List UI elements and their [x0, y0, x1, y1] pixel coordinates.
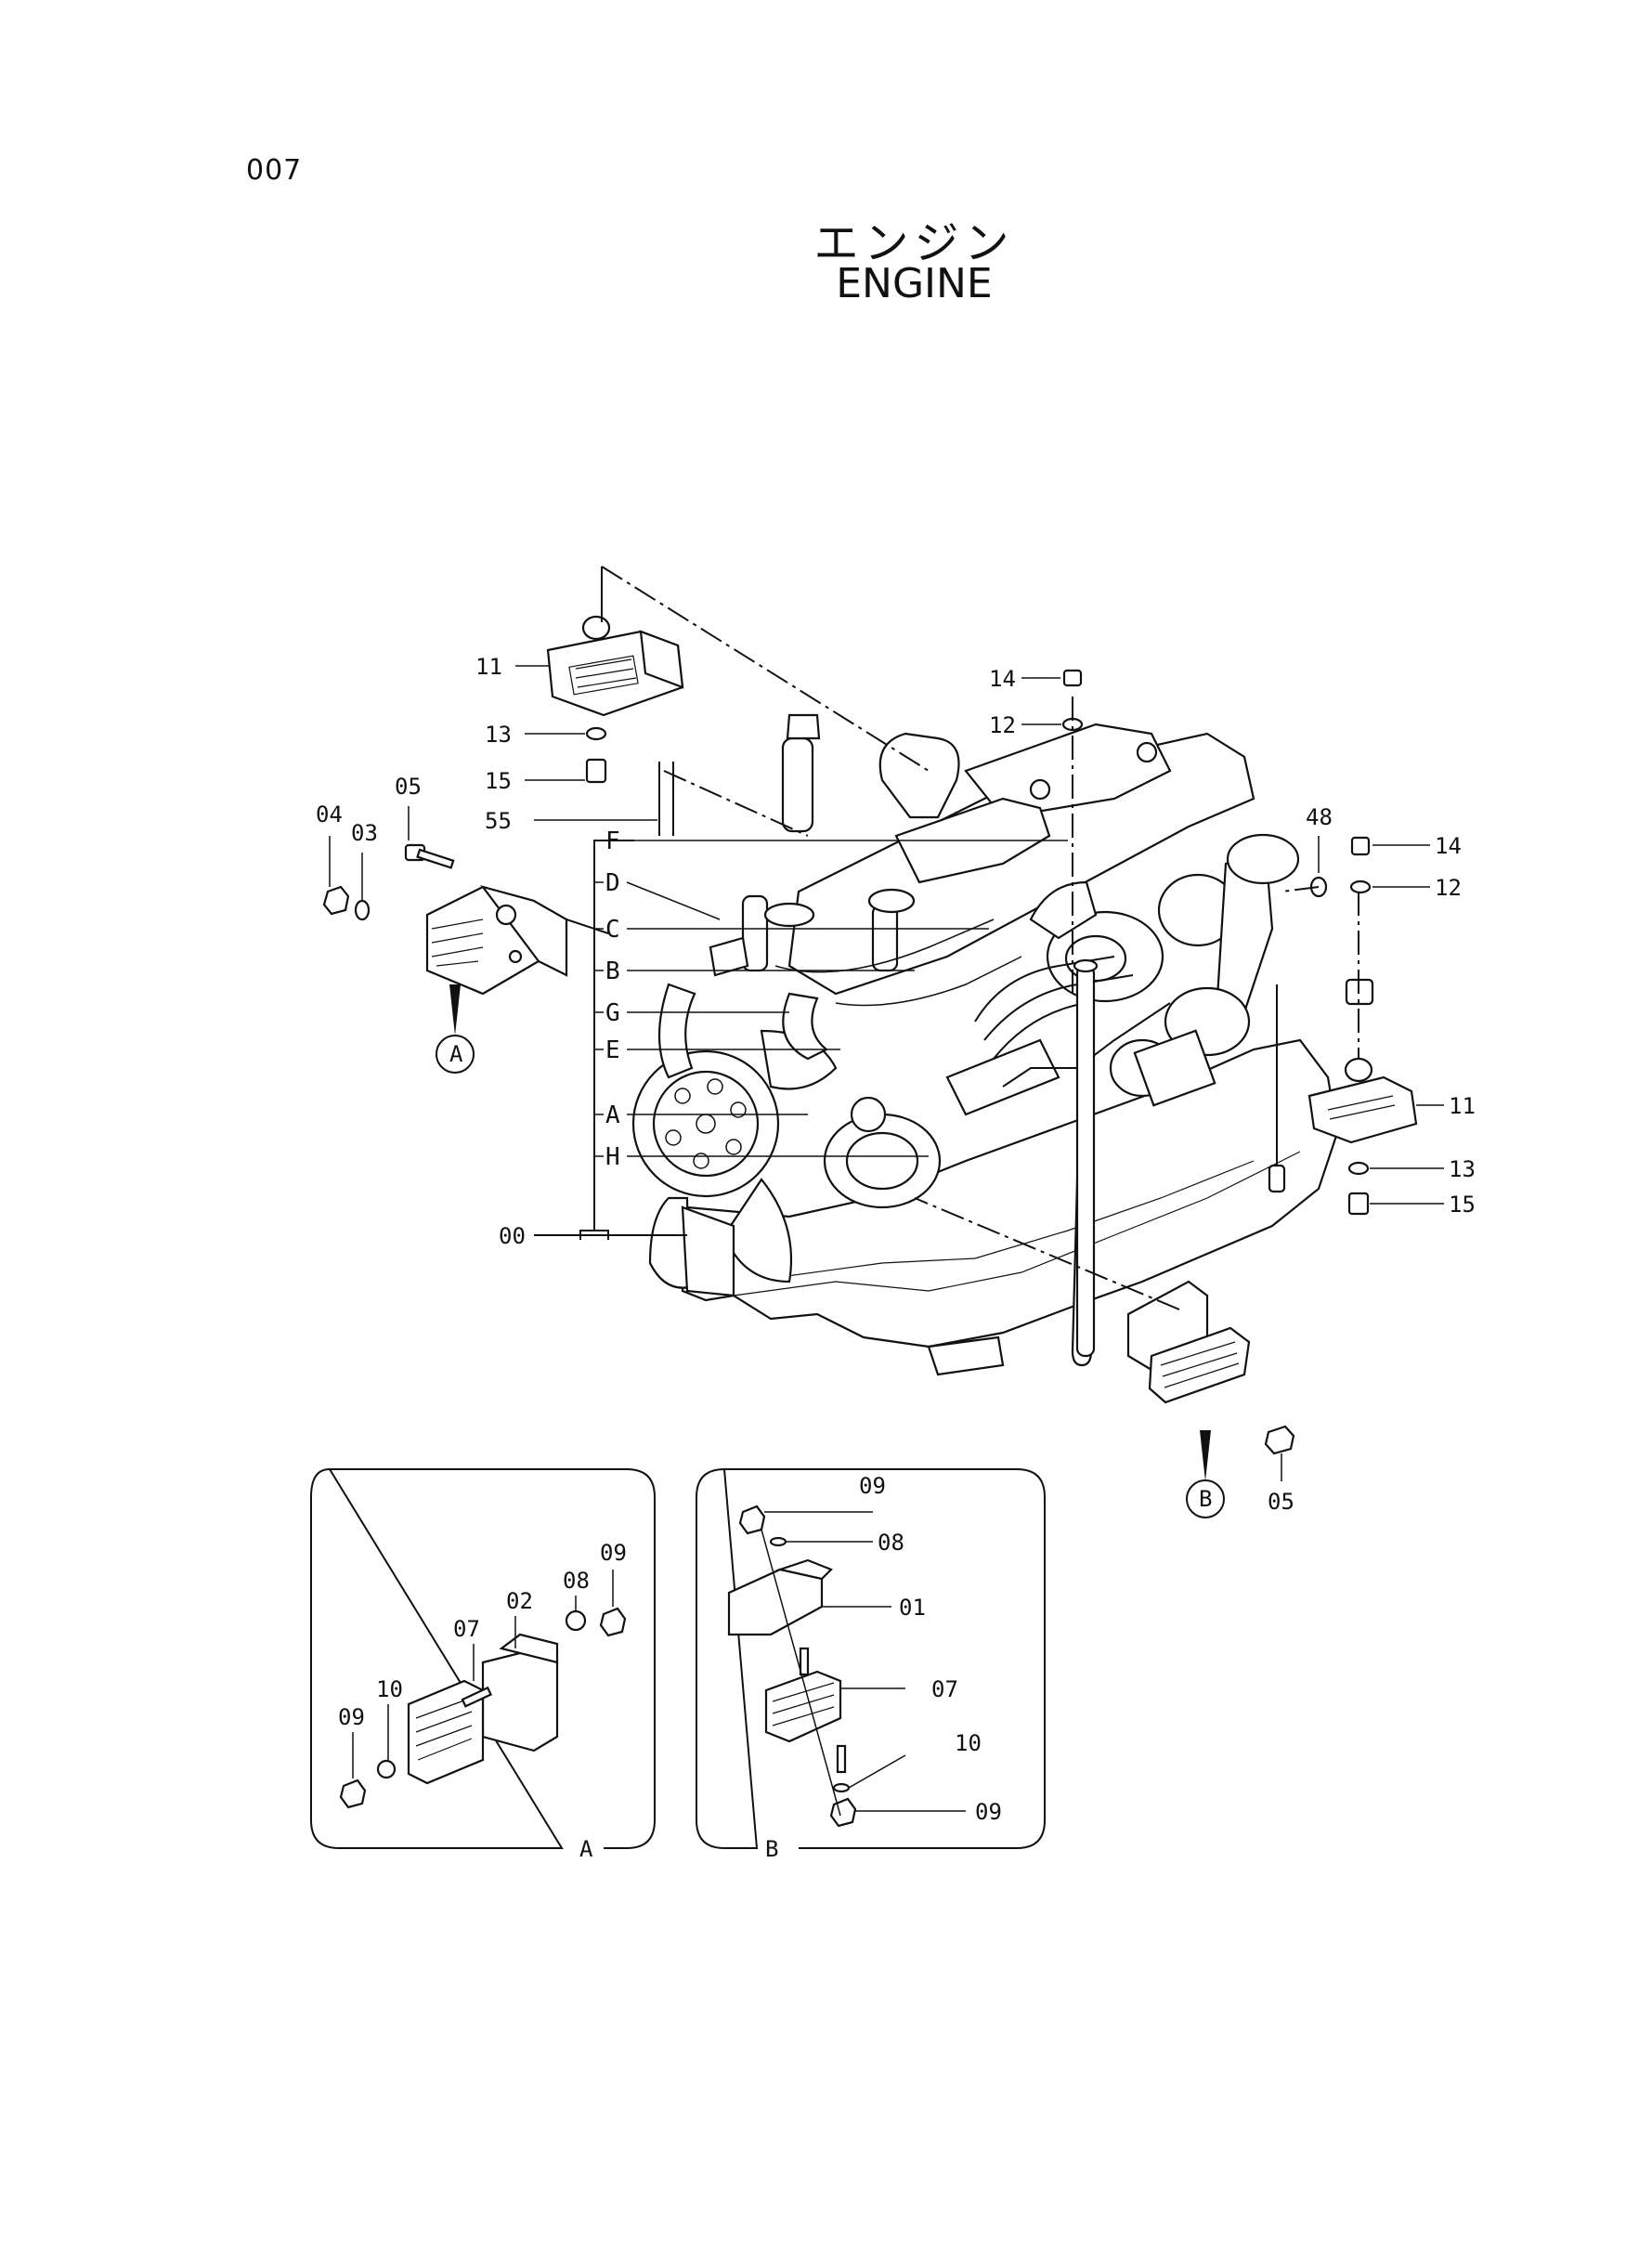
detail-b-callout-01: 01 — [899, 1595, 926, 1621]
callout-00: 00 — [499, 1223, 526, 1249]
detail-a-callout-09-top: 09 — [600, 1540, 627, 1566]
letter-label-bracket — [534, 840, 1068, 1240]
letter-labels: F D C B G E A H — [605, 827, 620, 1171]
detail-a-callout-10: 10 — [376, 1676, 403, 1702]
letter-label-h: H — [605, 1143, 620, 1171]
detail-b-frame-label: B — [765, 1836, 778, 1862]
detail-b-callout-08: 08 — [878, 1530, 904, 1556]
callout-a-circle: A — [449, 1041, 463, 1067]
callout-leaders — [329, 665, 1444, 1481]
callout-13-top: 13 — [485, 722, 512, 748]
letter-label-a: A — [605, 1101, 620, 1129]
callout-12-mid: 12 — [989, 712, 1016, 738]
detail-b-callout-09-bottom: 09 — [975, 1799, 1002, 1825]
engine-mount-top — [546, 615, 684, 784]
callout-b-circle: B — [1199, 1486, 1212, 1512]
callout-11-right: 11 — [1449, 1093, 1476, 1119]
callout-55: 55 — [485, 808, 512, 834]
callout-05-left: 05 — [395, 774, 422, 800]
engine-mount-bracket-b — [1126, 1280, 1295, 1518]
callout-15-right: 15 — [1449, 1192, 1476, 1218]
letter-label-e: E — [605, 1036, 620, 1064]
detail-b-panel: B 09 08 01 07 10 09 — [696, 1467, 1046, 1862]
engine-mount-bracket-a — [322, 843, 609, 1074]
callout-48: 48 — [1306, 804, 1333, 830]
letter-label-g: G — [605, 999, 620, 1027]
callout-05-right: 05 — [1268, 1489, 1294, 1515]
detail-a-callout-02: 02 — [506, 1588, 533, 1614]
callout-14-right: 14 — [1435, 833, 1462, 859]
engine-mount-right — [1061, 669, 1418, 1216]
dashed-leaders — [601, 566, 1359, 1310]
detail-b-marker — [1186, 1479, 1225, 1518]
detail-b-callout-07: 07 — [931, 1676, 958, 1702]
detail-a-panel: A 09 08 02 07 10 09 — [310, 1467, 656, 1862]
callout-13-right: 13 — [1449, 1156, 1476, 1182]
page-title-english: ENGINE — [836, 260, 993, 307]
callout-04: 04 — [316, 801, 343, 827]
engine-assembly — [631, 713, 1339, 1376]
callout-14-mid: 14 — [989, 666, 1016, 692]
main-callouts: 11 13 15 55 05 04 03 A 14 12 48 14 12 11… — [316, 654, 1476, 1515]
letter-label-c: C — [605, 916, 620, 944]
detail-a-marker — [436, 1035, 475, 1074]
letter-label-f: F — [605, 827, 620, 855]
letter-label-d: D — [605, 869, 620, 897]
detail-a-callout-07: 07 — [453, 1616, 480, 1642]
callout-11-top: 11 — [475, 654, 502, 680]
page-number: 007 — [246, 154, 303, 187]
detail-a-callout-08: 08 — [563, 1568, 590, 1594]
callout-12-right: 12 — [1435, 875, 1462, 901]
detail-b-callout-10: 10 — [955, 1730, 982, 1756]
detail-b-callout-09-top: 09 — [859, 1473, 886, 1499]
callout-15-top: 15 — [485, 768, 512, 794]
callout-03: 03 — [351, 820, 378, 846]
letter-label-b: B — [605, 958, 620, 985]
page-title-japanese: エンジン — [813, 217, 1015, 269]
detail-a-frame-label: A — [579, 1836, 593, 1862]
detail-a-callout-09-bottom: 09 — [338, 1704, 365, 1730]
